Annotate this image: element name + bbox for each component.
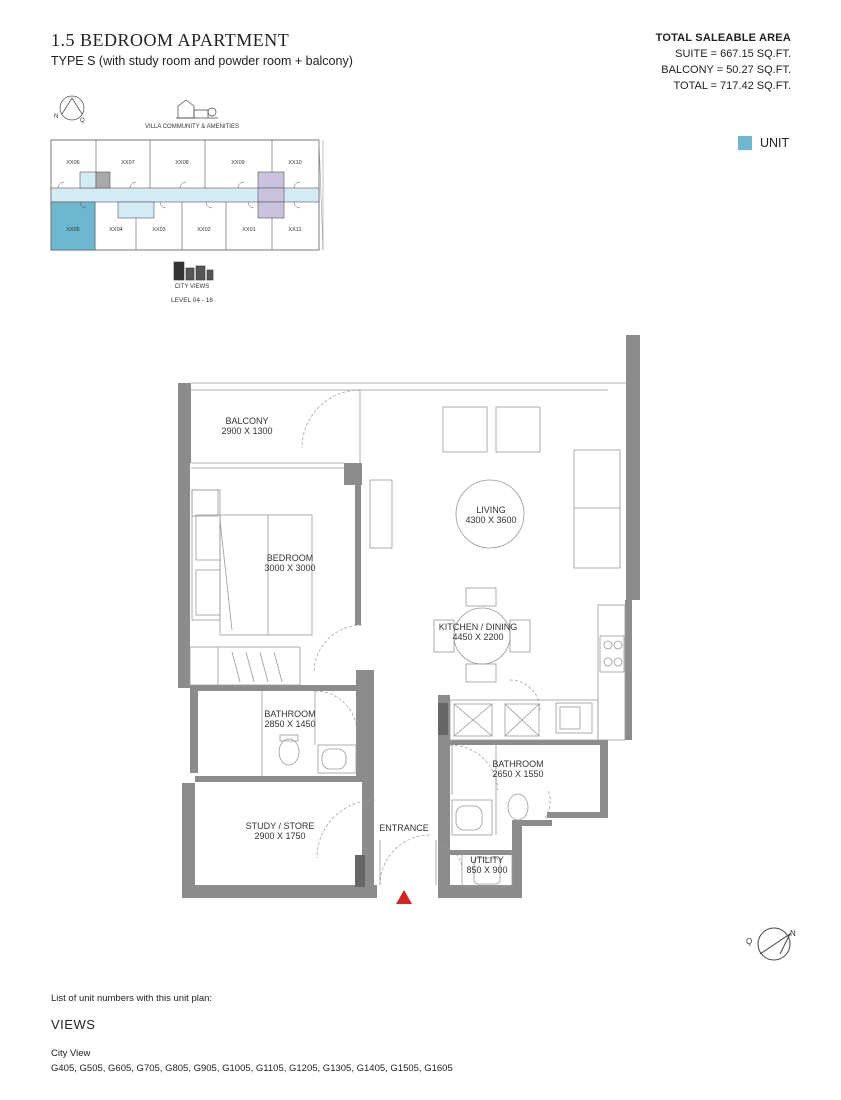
keyplan-unit-label: XX08 [175, 160, 188, 166]
room-balcony-name: BALCONY [225, 416, 268, 426]
keyplan-unit-label: XX07 [121, 160, 134, 166]
keyplan-compass-q: Q [80, 118, 85, 124]
room-bathroom1-name: BATHROOM [264, 709, 315, 719]
room-bathroom1-size: 2850 X 1450 [264, 719, 315, 729]
keyplan-unit-label: XX06 [66, 160, 79, 166]
keyplan-unit-label: XX02 [197, 227, 210, 233]
room-kitchen-name: KITCHEN / DINING [439, 622, 518, 632]
room-utility-name: UTILITY [470, 855, 504, 865]
villa-icon [176, 99, 218, 119]
city-view-heading: City View [51, 1048, 91, 1059]
legend-label: UNIT [760, 136, 790, 150]
key-plan: N Q VILLA COMMUNITY & AMENITIES [50, 95, 324, 304]
room-bathroom2-size: 2650 X 1550 [492, 769, 543, 779]
unit-type-subtitle: TYPE S (with study room and powder room … [51, 54, 353, 68]
keyplan-bottom-label: CITY VIEWS [175, 284, 210, 290]
legend: UNIT [738, 136, 789, 150]
keyplan-compass-icon: N Q [54, 95, 85, 124]
keyplan-top-label: VILLA COMMUNITY & AMENITIES [145, 124, 239, 130]
compass-q: Q [746, 937, 752, 946]
city-icon [173, 261, 214, 281]
views-heading: VIEWS [51, 1017, 96, 1032]
city-view-units: G405, G505, G605, G705, G805, G905, G100… [51, 1063, 453, 1074]
keyplan-core [95, 171, 111, 189]
page-title: 1.5 BEDROOM APARTMENT [51, 30, 290, 50]
keyplan-unit-label: XX03 [152, 227, 165, 233]
room-utility-size: 850 X 900 [466, 865, 507, 875]
keyplan-unit-label: XX10 [288, 160, 301, 166]
area-balcony: BALCONY = 50.27 SQ.FT. [661, 64, 791, 76]
room-living-name: LIVING [476, 505, 506, 515]
area-total: TOTAL = 717.42 SQ.FT. [673, 80, 792, 92]
keyplan-corridor [50, 187, 320, 203]
thin-lines [189, 382, 626, 887]
compass-n: N [790, 929, 796, 938]
keyplan-level: LEVEL 04 - 16 [171, 297, 213, 304]
entrance-marker-icon [396, 890, 412, 904]
room-balcony-size: 2900 X 1300 [221, 426, 272, 436]
keyplan-unit-label: XX04 [109, 227, 122, 233]
room-bedroom-size: 3000 X 3000 [264, 563, 315, 573]
keyplan-unit-label: XX05 [66, 227, 79, 233]
unit-list-label: List of unit numbers with this unit plan… [51, 993, 213, 1004]
unit-swatch [738, 136, 752, 150]
area-suite: SUITE = 667.15 SQ.FT. [675, 48, 791, 60]
room-kitchen-size: 4450 X 2200 [452, 632, 503, 642]
keyplan-lift [257, 171, 285, 189]
keyplan-unit-label: XX09 [231, 160, 244, 166]
keyplan-unit-label: XX01 [242, 227, 255, 233]
floor-plan: BALCONY 2900 X 1300 LIVING 4300 X 3600 B… [178, 335, 640, 904]
room-bathroom2-name: BATHROOM [492, 759, 543, 769]
room-bedroom-name: BEDROOM [267, 553, 314, 563]
door-swings [301, 389, 551, 886]
room-study-size: 2900 X 1750 [254, 831, 305, 841]
area-summary: TOTAL SALEABLE AREA SUITE = 667.15 SQ.FT… [656, 30, 791, 94]
room-living-size: 4300 X 3600 [465, 515, 516, 525]
exterior-walls [178, 335, 640, 898]
keyplan-highlight-unit [50, 201, 96, 251]
keyplan-compass-n: N [54, 114, 58, 120]
room-study-name: STUDY / STORE [246, 821, 315, 831]
room-entrance-name: ENTRANCE [379, 823, 429, 833]
north-compass-icon: Q N [746, 927, 796, 961]
area-heading: TOTAL SALEABLE AREA [655, 32, 791, 44]
keyplan-unit-label: XX11 [288, 227, 301, 233]
